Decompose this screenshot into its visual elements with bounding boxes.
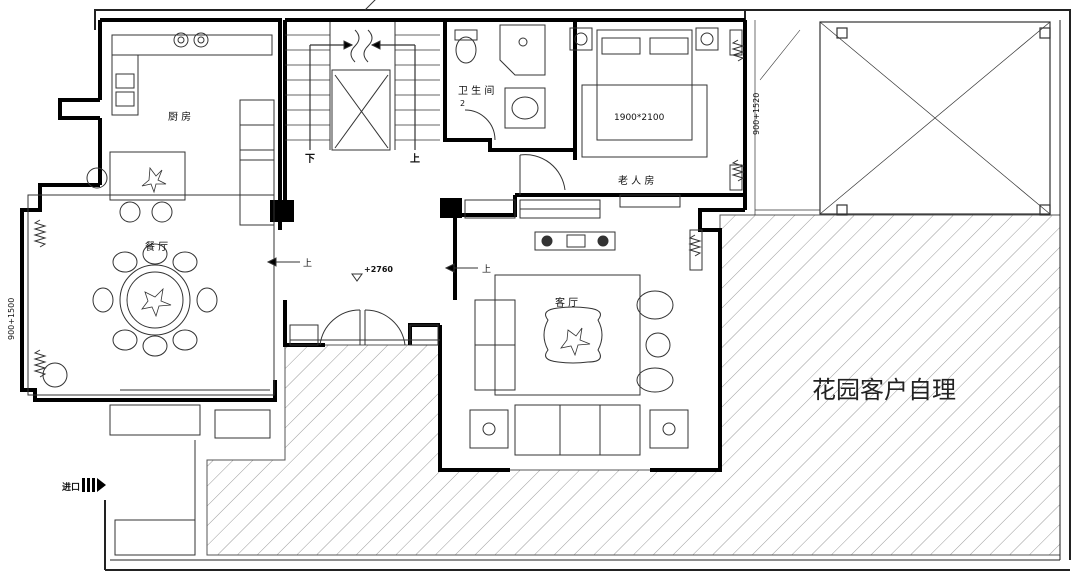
step-up-left-label: 上 bbox=[303, 258, 312, 269]
radiators bbox=[33, 39, 745, 378]
bathroom-fixtures bbox=[454, 24, 546, 129]
staircase bbox=[285, 0, 440, 151]
stair-down-label: 下 bbox=[305, 153, 315, 165]
terrace-frame bbox=[754, 20, 1051, 216]
bathroom-number: 2 bbox=[460, 99, 465, 108]
dimension-right: 900+1520 bbox=[752, 93, 761, 135]
stair-up-label: 上 bbox=[410, 152, 420, 165]
bathroom-label: 卫 生 间 bbox=[458, 84, 494, 97]
bed-size-label: 1900*2100 bbox=[614, 113, 665, 123]
bedroom-fixtures bbox=[569, 27, 743, 208]
entrance-marker bbox=[82, 478, 106, 492]
level-arrows bbox=[266, 257, 478, 282]
dining-label: 餐 厅 bbox=[145, 240, 168, 253]
interior-lines bbox=[27, 109, 703, 556]
dimension-left: 900+1500 bbox=[7, 298, 16, 340]
entrance-label: 进口 bbox=[62, 481, 80, 493]
pillars bbox=[270, 198, 462, 222]
site-boundary bbox=[94, 9, 1071, 571]
living-room-label: 客 厅 bbox=[555, 296, 578, 309]
step-up-right-label: 上 bbox=[482, 264, 491, 275]
garden-label: 花园客户自理 bbox=[812, 376, 956, 404]
elder-room-label: 老 人 房 bbox=[618, 174, 654, 187]
elevation-label: +2760 bbox=[364, 265, 393, 274]
kitchen-label: 厨 房 bbox=[168, 110, 191, 123]
dining-table bbox=[42, 243, 218, 388]
kitchen-fixtures bbox=[86, 32, 275, 226]
living-room-fixtures bbox=[469, 231, 689, 456]
